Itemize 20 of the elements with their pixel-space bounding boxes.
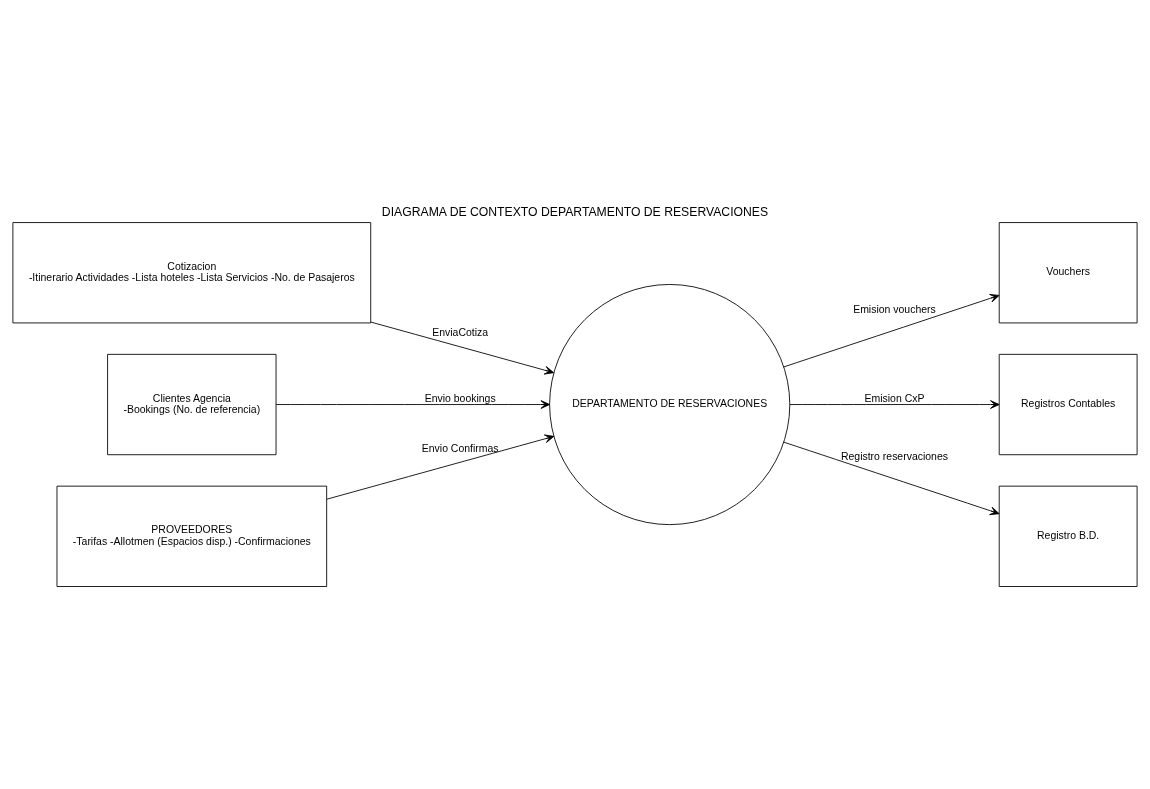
node-box: Vouchers bbox=[998, 222, 1138, 324]
arrow bbox=[275, 400, 551, 409]
edge-label: EnviaCotiza bbox=[432, 327, 489, 339]
arrow bbox=[783, 441, 1000, 516]
node-box: Registro B.D. bbox=[998, 485, 1138, 587]
edge-label: Emision CxP bbox=[864, 392, 925, 404]
arrow bbox=[370, 321, 555, 375]
node-box: Registros Contables bbox=[998, 353, 1138, 456]
edge-label: Envio Confirmas bbox=[421, 443, 499, 455]
node-box: PROVEEDORES -Tarifas -Allotmen (Espacios disp.) -Confirmaciones bbox=[56, 485, 328, 587]
arrow bbox=[783, 294, 1000, 368]
diagram-title: DIAGRAMA DE CONTEXTO DEPARTAMENTO DE RESERVACIONES bbox=[381, 204, 769, 219]
edge-label: Envio bookings bbox=[424, 392, 496, 404]
arrow bbox=[789, 400, 1000, 409]
node-box: Cotizacion -Itinerario Actividades -Lista hoteles -Lista Servicios -No. de Pasajeros bbox=[12, 222, 372, 324]
arrow bbox=[326, 434, 555, 500]
edge-label: Registro reservaciones bbox=[840, 451, 948, 463]
edge-label: Emision vouchers bbox=[853, 303, 936, 315]
node-circle: DEPARTAMENTO DE RESERVACIONES bbox=[549, 284, 791, 526]
node-box: Clientes Agencia -Bookings (No. de referencia) bbox=[107, 353, 277, 456]
